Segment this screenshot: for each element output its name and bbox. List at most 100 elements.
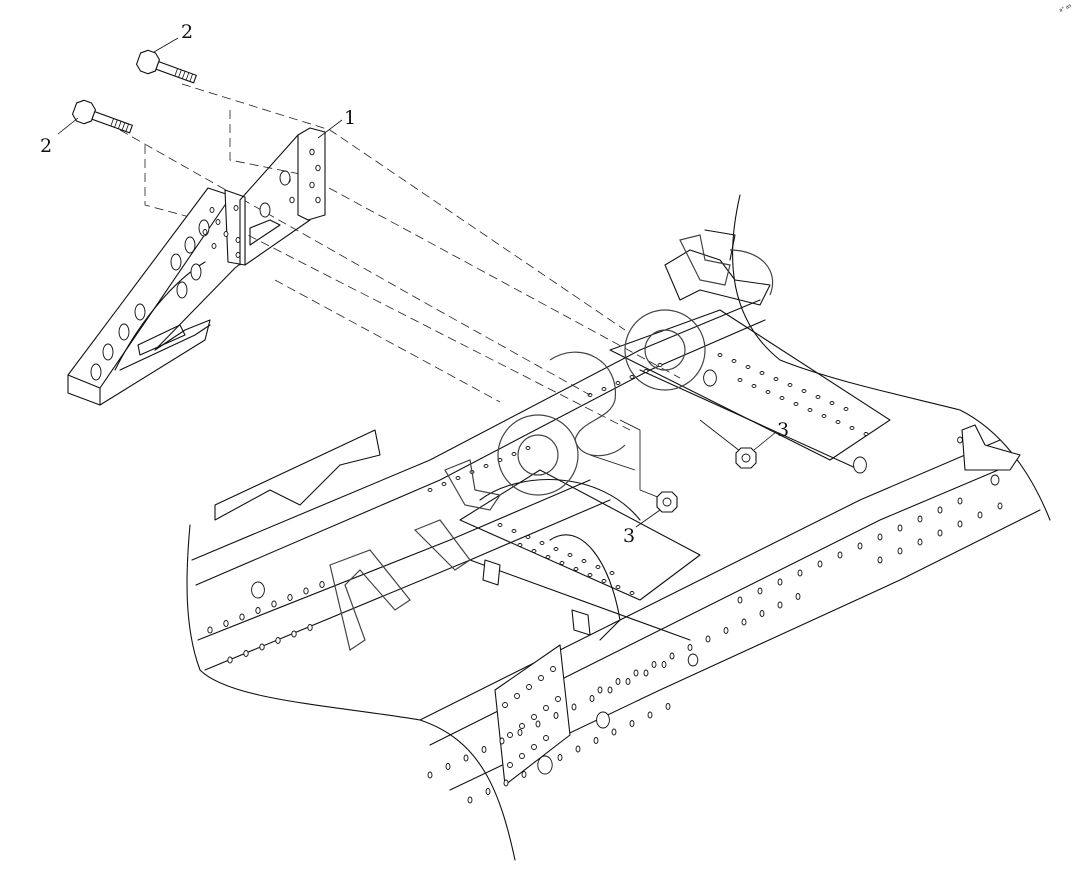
frame-hole [657,363,663,367]
frame-hole [717,353,723,357]
frame-hole [651,661,657,668]
frame-hole [319,581,325,588]
frame-hole [239,613,245,621]
frame-hole [557,754,563,761]
frame-hole [593,737,599,744]
bracket-hole [235,237,241,243]
label-3-center: 3 [623,525,635,547]
frame-hole [837,551,843,559]
label-1: 1 [344,107,356,129]
frame-hole [687,644,693,651]
frame-hole [643,669,649,677]
frame-hole [463,754,469,762]
frame-hole [633,669,639,677]
frame-hole [553,712,559,719]
frame-hole [779,396,785,400]
frame-hole [519,723,525,729]
frame-hole [503,779,509,787]
label-2-upper: 2 [181,21,193,43]
frame-hole [759,371,765,375]
frame-hole [531,714,537,720]
frame-hole [445,763,451,770]
frame-hole [467,796,473,804]
frame-hole [759,610,765,617]
leader-lines [57,37,777,528]
frame-hole [615,381,621,385]
frame-hole [271,600,277,608]
assembly-lines [119,83,746,501]
frame-hole [745,365,751,369]
bracket-hole [134,303,146,321]
frame-hole [611,728,617,736]
frame-hole [835,420,841,424]
bracket-hole [190,263,202,281]
frame-large-hole [596,711,610,729]
frame-hole [531,549,537,553]
frame-hole [511,452,517,456]
bracket-hole [309,148,315,156]
frame-hole [517,729,523,736]
frame-hole [507,762,513,768]
bracket-hole [215,219,221,225]
bracket-hole [289,196,295,204]
frame-hole [737,378,743,382]
bracket-hole [176,281,188,299]
bracket-hole-pattern [90,148,321,381]
frame-hole [525,535,531,539]
frame-hole [723,627,729,634]
bracket-hole [211,243,217,249]
frame-hole [507,732,513,738]
bracket-hole [170,253,182,271]
frame-hole [765,390,771,394]
bracket-hole [233,205,239,211]
bracket-hole [118,323,130,341]
frame-hole [517,543,523,547]
bracket-hole [279,170,291,186]
frame-hole [587,573,593,577]
frame-hole [531,744,537,750]
frame-hole [526,684,532,690]
bolt-upper [136,49,197,84]
frame-hole [275,637,281,644]
frame-hole [535,720,541,728]
frame-hole [521,771,527,778]
frame-hole [821,414,827,418]
frame-hole [629,720,635,727]
frame-hole [601,387,607,391]
frame-hole [795,593,801,600]
frame-hole [787,383,793,387]
frame-hole [741,618,747,626]
frame-hole [303,587,309,595]
frame-hole [917,515,923,523]
frame-hole [863,432,869,436]
frame-hole [615,585,621,589]
frame-hole [538,675,544,681]
frame-hole [643,369,649,373]
frame-hole [957,520,963,528]
frame-hole [857,542,863,550]
frame-hole [485,788,491,795]
frame-hole [497,523,503,527]
frame-hole [575,745,581,753]
frame-hole [849,426,855,430]
bracket-hole [223,231,229,237]
frame-hole [665,703,671,710]
frame-hole [877,533,883,541]
frame-hole [629,375,635,379]
bracket-hole [90,363,102,381]
label-2-lower: 2 [40,135,52,157]
frame-hole [897,547,903,555]
bolt-lower [72,99,133,134]
label-3-right: 3 [777,419,789,441]
frame-hole [543,735,549,741]
frame-hole [427,488,433,492]
frame-hole [937,506,943,514]
frame-hole [455,476,461,480]
callout-labels: 1 2 2 3 3 [40,21,789,547]
frame-hole [615,678,621,685]
frame-hole [607,686,613,694]
frame-hole [793,402,799,406]
watermark-outline [329,234,774,651]
frame-hole [897,524,903,532]
